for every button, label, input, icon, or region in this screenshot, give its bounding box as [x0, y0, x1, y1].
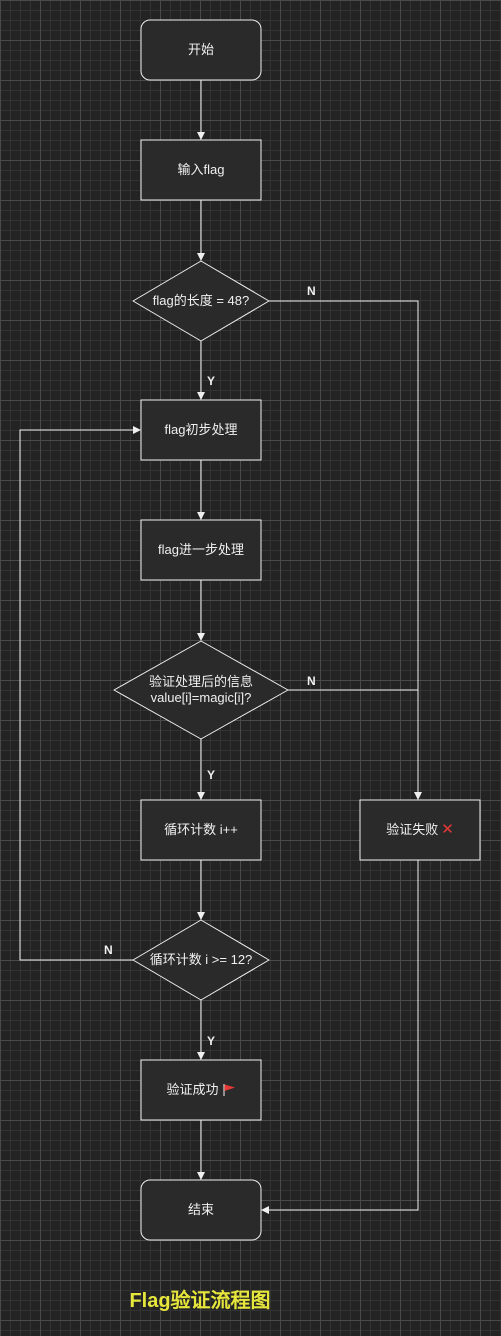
input-node	[140, 139, 262, 201]
end-label: 结束	[187, 1202, 214, 1217]
edge-label-length-yes: Y	[207, 374, 216, 388]
length-check-label: flag的长度 = 48?	[152, 293, 250, 308]
edge-length-no	[269, 300, 422, 800]
increment-label: 循环计数 i++	[164, 822, 238, 837]
input-label: 输入flag	[177, 162, 225, 177]
edge-loop-no	[19, 426, 141, 961]
loop-check-label: 循环计数 i >= 12?	[149, 952, 253, 967]
red-flag-icon	[222, 1084, 235, 1096]
fail-label-wrap: 验证失败 ✕	[360, 800, 480, 860]
edge-label-verify-yes: Y	[207, 768, 216, 782]
verify-label-line1: 验证处理后的信息	[148, 674, 253, 689]
verify-label-line2: value[i]=magic[i]?	[150, 690, 252, 705]
success-node	[140, 1059, 262, 1121]
success-label-wrap: 验证成功	[141, 1060, 261, 1120]
fail-label: 验证失败	[386, 822, 439, 837]
cross-mark-icon: ✕	[441, 821, 454, 838]
initial-process-label: flag初步处理	[164, 422, 238, 437]
fail-node	[359, 799, 481, 861]
edge-label-length-no: N	[307, 284, 316, 298]
further-process-label: flag进一步处理	[158, 542, 244, 557]
edge-label-loop-no: N	[104, 943, 113, 957]
increment-node	[140, 799, 262, 861]
edge-label-loop-yes: Y	[207, 1034, 216, 1048]
diagram-title: Flag验证流程图	[129, 1290, 271, 1312]
edge-label-verify-no: N	[307, 674, 316, 688]
verify-label: 验证处理后的信息 value[i]=magic[i]?	[114, 670, 288, 710]
further-process-node	[140, 519, 262, 581]
initial-process-node	[140, 399, 262, 461]
start-label: 开始	[187, 42, 214, 57]
edge-fail-end	[261, 860, 419, 1214]
success-label: 验证成功	[166, 1082, 219, 1097]
